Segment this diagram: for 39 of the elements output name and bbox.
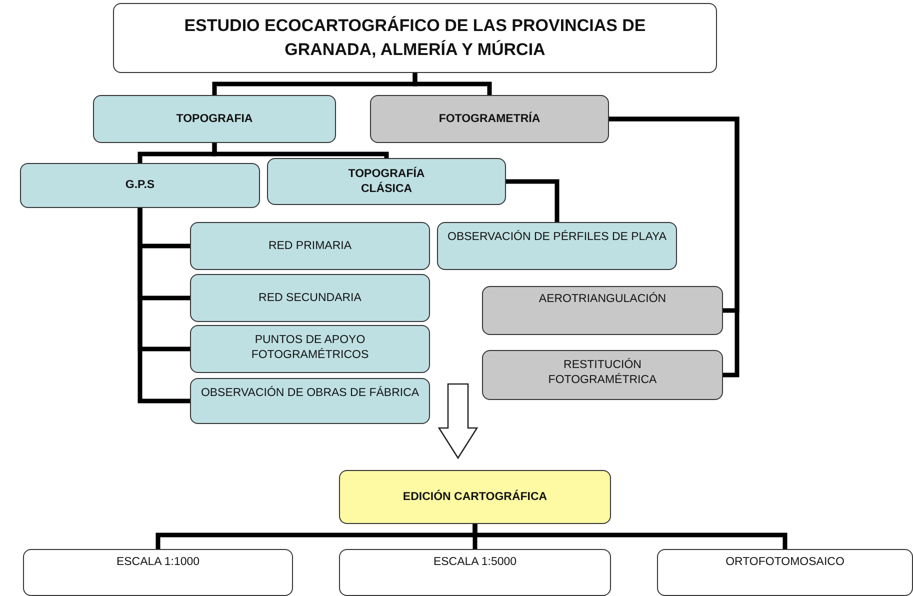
process-box [482,286,723,335]
process-box [190,325,430,373]
connector [609,116,740,378]
connector [506,179,560,222]
box-label: OBSERVACIÓN DE PÉRFILES DE PLAYA [448,230,666,245]
box-label: AEROTRIANGULACIÓN [538,292,666,307]
connector [138,208,190,404]
box-label: FOTOGRAMETRÍA [438,112,540,126]
process-box [339,470,611,524]
connector [412,73,492,95]
connector [212,143,389,158]
process-box [190,222,430,270]
box-label: RED PRIMARIA [268,238,352,254]
box-label: ORTOFOTOMOSAICO [726,555,844,570]
process-box [190,274,430,322]
box-label: EDICIÓN CARTOGRÁFICA [402,490,548,504]
box-label: RED SECUNDARIA [258,290,362,306]
box-label: G.P.S [125,178,155,193]
connector [472,524,788,549]
process-box [482,350,723,400]
box-label: PUNTOS DE APOYO FOTOGRAMÉTRICOS [250,333,370,363]
box-label: OBSERVACIÓN DE OBRAS DE FÁBRICA [200,386,420,401]
process-box [20,163,260,208]
process-box [370,95,609,143]
process-box [267,158,506,205]
box-label: TOPOGRAFIA [176,112,253,126]
title-box [113,3,717,73]
hollow-arrow [438,383,478,460]
box-label: ESCALA 1:5000 [433,555,517,570]
process-box [190,378,430,424]
box-label: TOPOGRAFÍA CLÁSICA [347,166,426,196]
process-box [93,95,336,143]
process-box [437,222,677,270]
process-box [657,549,913,596]
title: ESTUDIO ECOCARTOGRÁFICO DE LAS PROVINCIAS DE GRANADA, ALMERÍA Y MÚRCIA [183,15,647,61]
box-label: RESTITUCIÓN FOTOGRAMÉTRICA [547,358,658,388]
process-box [339,549,611,596]
process-box [23,549,293,596]
box-label: ESCALA 1:1000 [116,555,200,570]
